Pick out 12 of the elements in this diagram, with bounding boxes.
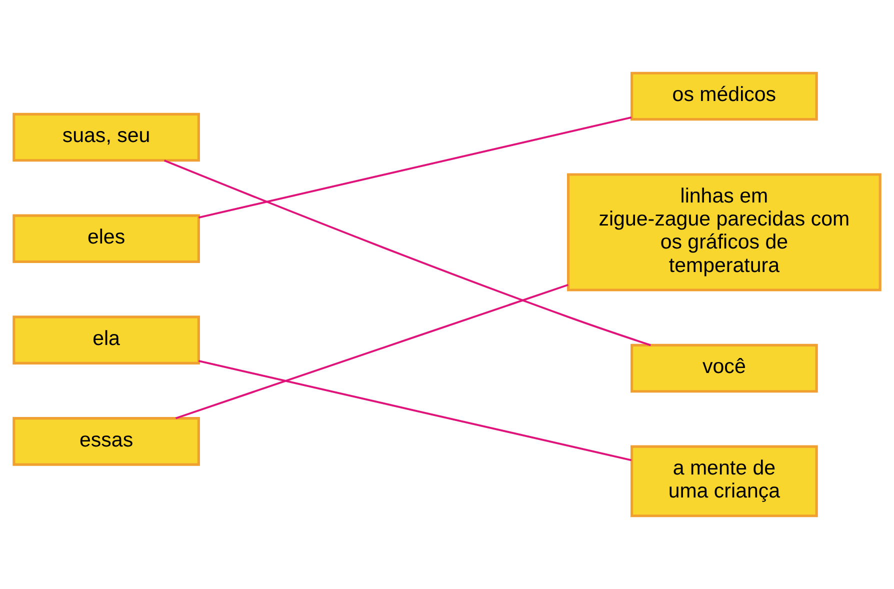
connector <box>198 360 632 462</box>
node-box: os médicos <box>630 72 818 121</box>
node-box: eles <box>12 214 200 264</box>
connector <box>198 116 632 219</box>
node-box: suas, seu <box>12 112 200 162</box>
connector <box>175 284 568 420</box>
node-box: essas <box>12 417 200 466</box>
node-box: você <box>630 344 818 393</box>
node-box: ela <box>12 316 200 364</box>
node-box: linhas em zigue-zague parecidas com os gráficos de temperatura <box>566 173 882 292</box>
connector <box>164 160 651 346</box>
node-box: a mente de uma criança <box>630 445 818 518</box>
